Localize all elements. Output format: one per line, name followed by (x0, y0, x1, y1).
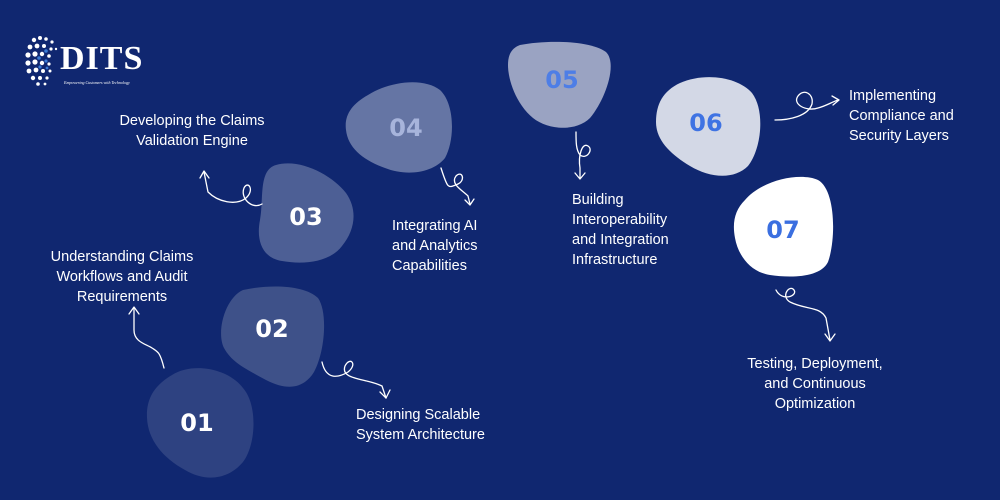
step-05-number: 05 (545, 66, 578, 94)
step-05-label: Building Interoperability and Integratio… (572, 192, 669, 268)
arrow-to-step-03-label (199, 170, 263, 207)
step-01-blob: 01 (146, 368, 254, 478)
step-07-blob: 07 (733, 176, 834, 277)
step-03-label: Developing the Claims Validation Engine (119, 113, 265, 149)
step-02-blob: 02 (221, 286, 325, 387)
step-02-number: 02 (255, 315, 288, 343)
arrow-to-step-02-label (128, 306, 165, 369)
step-07-number: 07 (766, 216, 799, 244)
step-02-label: Understanding Claims Workflows and Audit… (50, 249, 194, 305)
step-05-blob: 05 (508, 41, 611, 128)
step-07-label: Testing, Deployment, and Continuous Opti… (747, 356, 883, 412)
brand-name: DITS (60, 40, 144, 77)
arrow-to-step-06-label (774, 91, 840, 121)
step-03-number: 03 (289, 203, 322, 231)
step-01-label: Designing Scalable System Architecture (356, 407, 485, 443)
arrow-to-step-05-label (574, 131, 591, 180)
step-04-label: Integrating AI and Analytics Capabilitie… (392, 218, 478, 274)
brand-tagline: Empowering Customers with Technology (64, 80, 130, 85)
step-04-number: 04 (389, 114, 422, 142)
step-03-blob: 03 (258, 163, 354, 263)
step-06-blob: 06 (656, 77, 761, 176)
step-01-number: 01 (180, 409, 213, 437)
step-06-number: 06 (689, 109, 722, 137)
arrow-to-step-01-label (321, 360, 391, 399)
arrow-to-step-07-label (775, 287, 836, 342)
dits-logo (22, 32, 142, 92)
arrow-to-step-04-label (440, 167, 475, 206)
dotted-globe-icon (25, 36, 58, 86)
step-04-blob: 04 (345, 82, 452, 173)
step-06-label: Implementing Compliance and Security Lay… (849, 88, 954, 144)
